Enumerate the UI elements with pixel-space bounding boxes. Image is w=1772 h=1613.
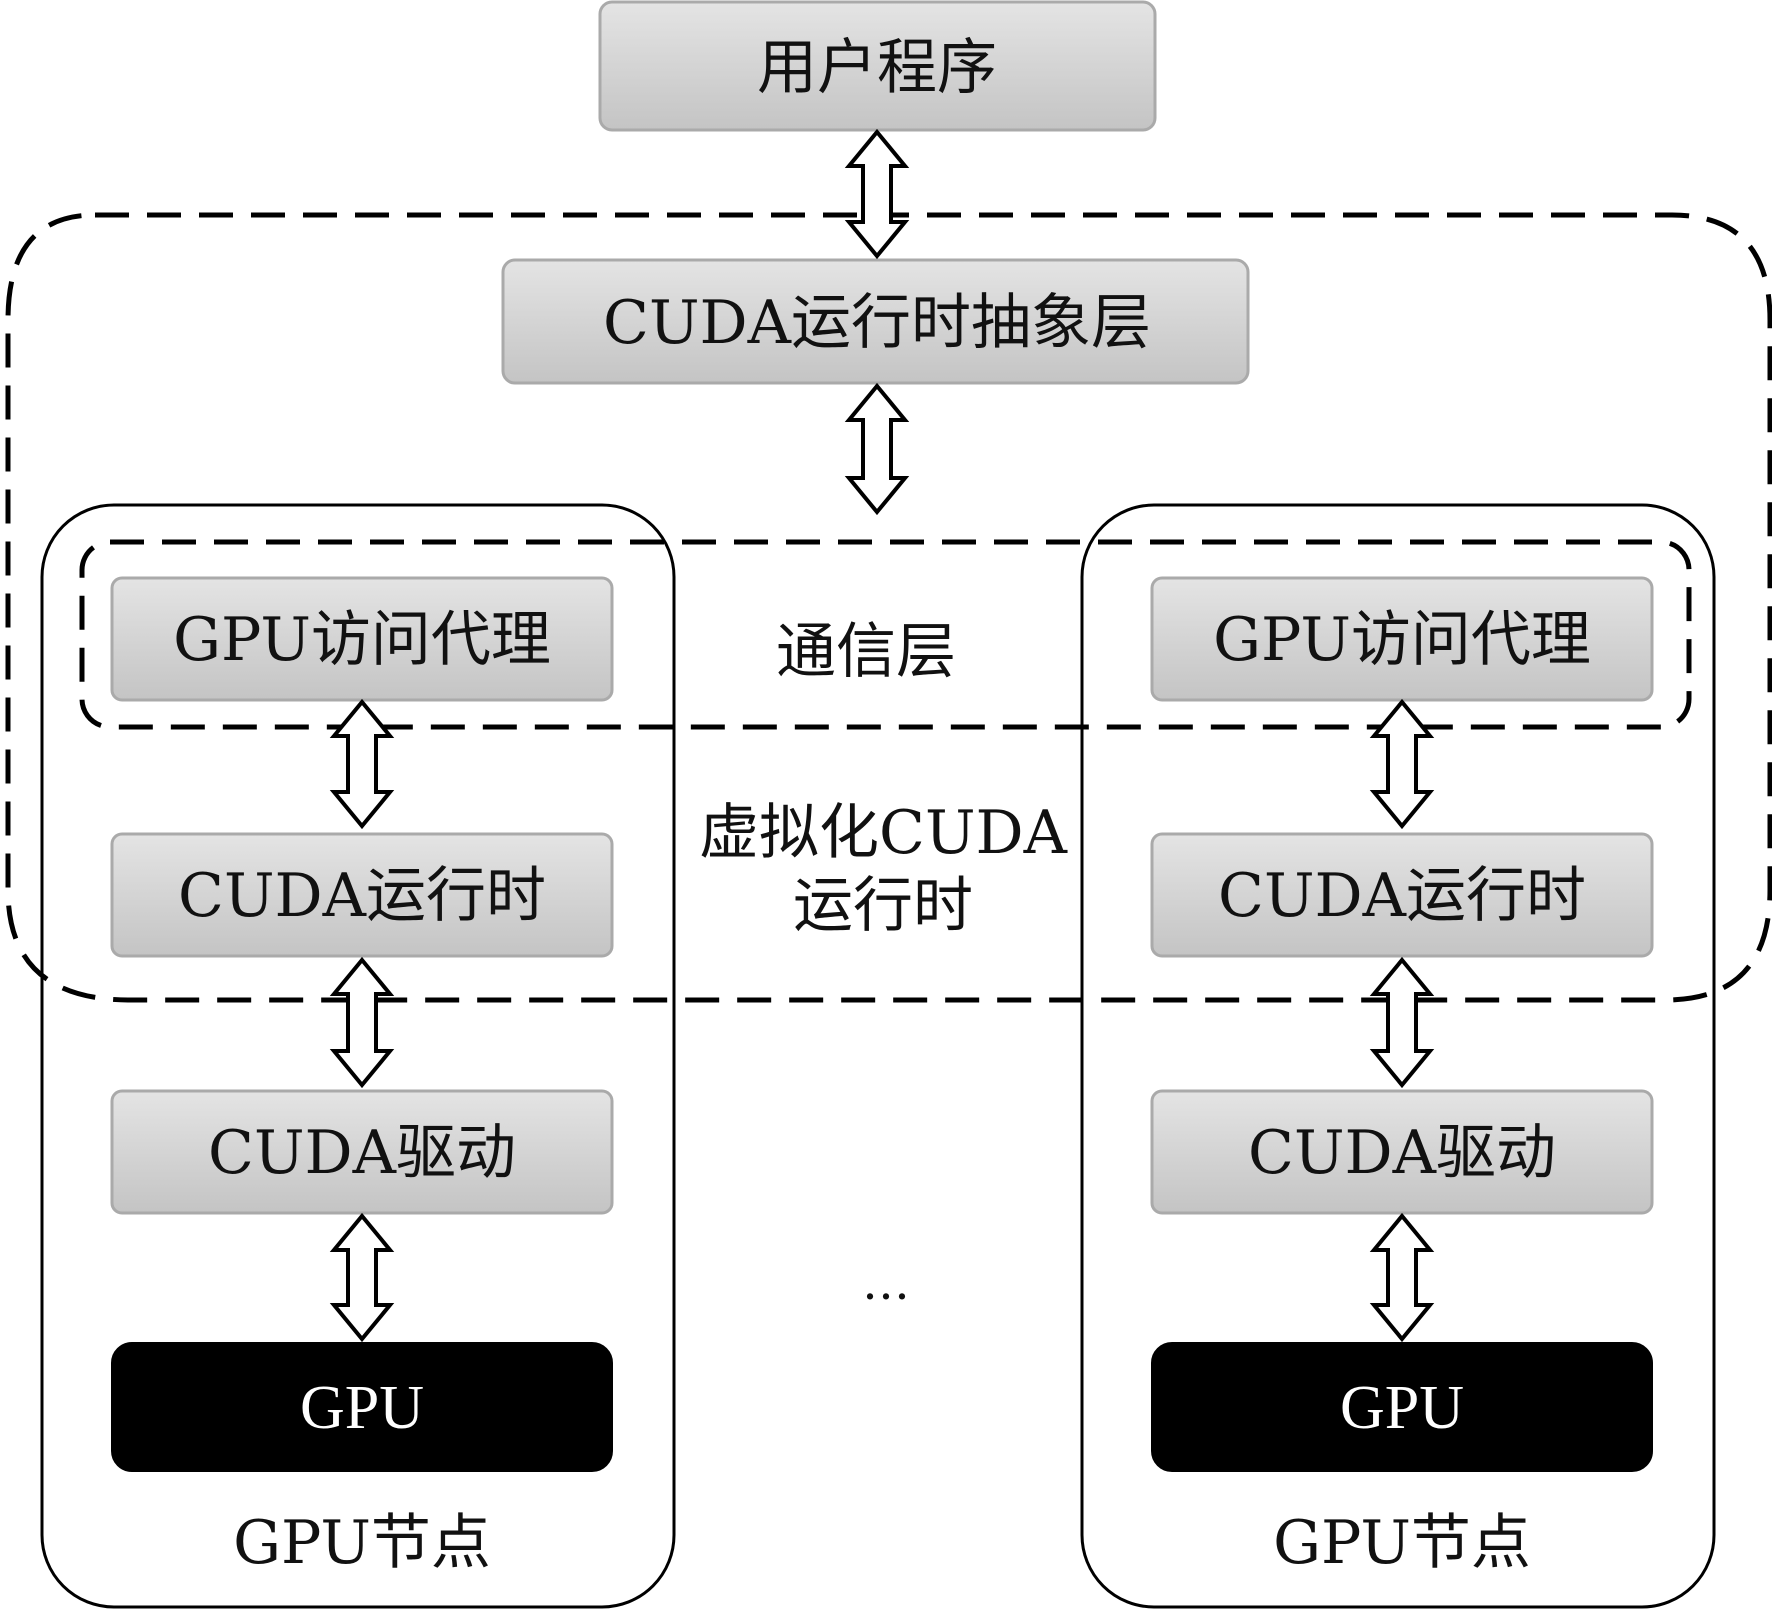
gpu-node-container-left <box>40 503 676 1609</box>
cuda-runtime-box-left <box>110 832 614 958</box>
arrow-agent-to-runtime-left <box>329 698 395 830</box>
arrow-driver-to-gpu-right <box>1369 1212 1435 1343</box>
cuda-runtime-box-right <box>1150 832 1654 958</box>
arrow-abstraction-to-comm <box>844 382 910 516</box>
communication-layer-label: 通信层 <box>776 617 956 687</box>
gpu-access-agent-label-right: GPU访问代理 <box>1213 605 1591 675</box>
virtualized-cuda-runtime-label-line1: 虚拟化CUDA <box>699 798 1068 868</box>
gpu-node-label-left: GPU节点 <box>233 1508 491 1578</box>
gpu-box-left <box>111 1342 613 1472</box>
gpu-node-container-right <box>1080 503 1716 1609</box>
virtual-cuda-runtime-boundary <box>5 212 1772 1003</box>
cuda-runtime-abstraction-layer-box <box>501 258 1250 385</box>
arrow-driver-to-gpu-left <box>329 1212 395 1343</box>
ellipsis-label: … <box>862 1255 910 1311</box>
arrow-agent-to-runtime-right <box>1369 698 1435 830</box>
user-program-label: 用户程序 <box>757 33 997 103</box>
arrow-runtime-to-driver-right <box>1369 956 1435 1089</box>
gpu-box-right <box>1151 1342 1653 1472</box>
gpu-label-right: GPU <box>1340 1374 1464 1442</box>
gpu-access-agent-label-left: GPU访问代理 <box>173 605 551 675</box>
virtualized-cuda-runtime-label-line2: 运行时 <box>793 871 973 941</box>
arrows-group <box>329 128 1435 1343</box>
cuda-runtime-label-left: CUDA运行时 <box>178 861 546 931</box>
gpu-label-left: GPU <box>300 1374 424 1442</box>
arrow-user-to-abstraction <box>844 128 910 260</box>
cuda-driver-label-left: CUDA驱动 <box>208 1118 516 1188</box>
arrow-runtime-to-driver-left <box>329 956 395 1089</box>
cuda-runtime-abstraction-layer-label: CUDA运行时抽象层 <box>603 288 1151 358</box>
cuda-runtime-label-right: CUDA运行时 <box>1218 861 1586 931</box>
cuda-driver-label-right: CUDA驱动 <box>1248 1118 1556 1188</box>
gpu-node-label-right: GPU节点 <box>1273 1508 1531 1578</box>
